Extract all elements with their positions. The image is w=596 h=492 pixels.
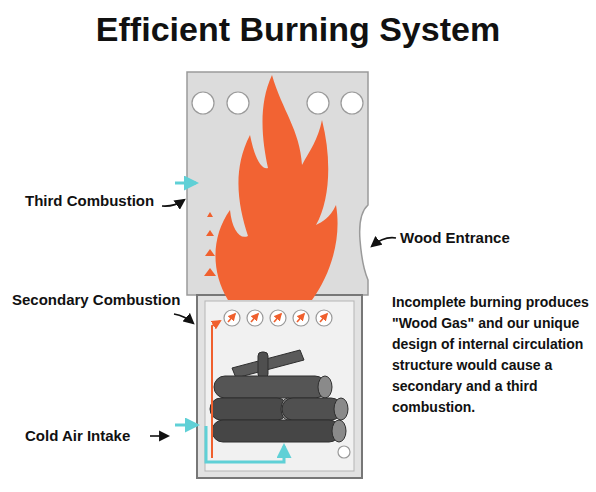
flame [215, 75, 337, 300]
third-air-arrow [175, 182, 196, 185]
note-text: Incomplete burning produces "Wood Gas" a… [392, 292, 590, 418]
leader-arrows [150, 200, 396, 436]
burn-chamber [197, 295, 362, 478]
rising-gas-arrows [204, 212, 216, 276]
cold-air-arrow [175, 424, 197, 427]
callout-label: Secondary Combustion [12, 291, 180, 310]
title: Efficient Burning System [96, 8, 500, 51]
callout-label: Third Combustion [25, 192, 154, 211]
callout-label: Cold Air Intake [25, 427, 130, 446]
chamber-inner [205, 301, 354, 471]
cold-air-path [206, 426, 284, 462]
side-hole [338, 446, 350, 458]
secondary-air-path [212, 321, 220, 458]
wood-logs [210, 350, 348, 442]
secondary-air-holes [224, 310, 332, 326]
callout-label: Wood Entrance [400, 229, 510, 248]
